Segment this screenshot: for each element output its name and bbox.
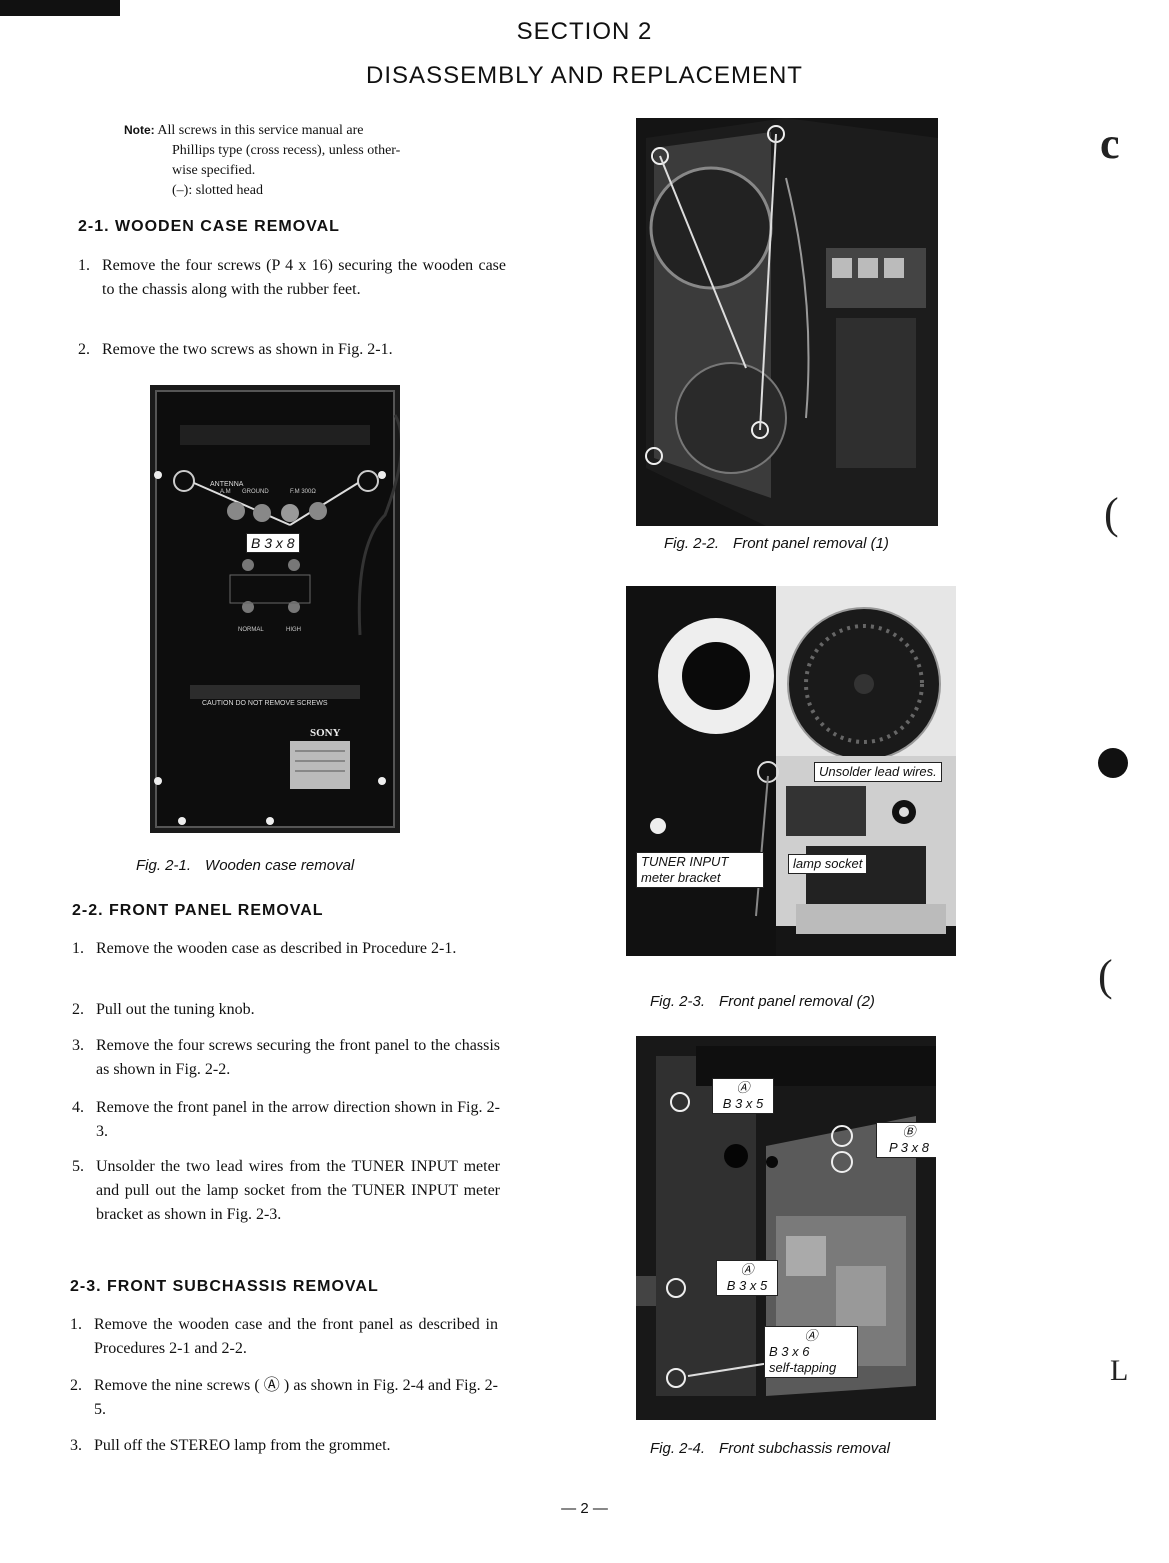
fig-2-1-label-brand: SONY bbox=[310, 727, 341, 739]
note-block: Note: All screws in this service manual … bbox=[124, 120, 464, 201]
step-2-2-4: 4. Remove the front panel in the arrow d… bbox=[72, 1096, 500, 1144]
step-2-3-2: 2. Remove the nine screws ( Ⓐ ) as shown… bbox=[70, 1374, 498, 1422]
section-number: SECTION 2 bbox=[516, 18, 653, 45]
fig-2-3-bracket-line-2: meter bracket bbox=[641, 870, 721, 885]
fig-2-4-size-b36: B 3 x 6 bbox=[769, 1344, 810, 1359]
fig-2-4-screw-b: Ⓑ P 3 x 8 bbox=[876, 1122, 936, 1158]
step-2-2-3: 3. Remove the four screws securing the f… bbox=[72, 1034, 500, 1082]
corner-mark bbox=[0, 0, 120, 16]
edge-mark-l: L bbox=[1110, 1354, 1129, 1387]
edge-mark-bracket-1: ( bbox=[1104, 489, 1119, 538]
fig-2-2-title: Front panel removal (1) bbox=[733, 535, 889, 552]
step-text: Unsolder the two lead wires from the TUN… bbox=[96, 1158, 500, 1223]
fig-2-4-screw-a-top: Ⓐ B 3 x 5 bbox=[712, 1078, 774, 1114]
step-number: 4. bbox=[72, 1099, 84, 1116]
fig-2-1-number: Fig. 2-1. bbox=[136, 857, 192, 874]
fig-2-3-caption: Fig. 2-3. Front panel removal (2) bbox=[650, 993, 889, 1010]
edge-mark-bracket-2: ( bbox=[1098, 951, 1113, 1000]
step-number: 1. bbox=[78, 257, 90, 274]
circled-a-symbol: Ⓐ bbox=[736, 1080, 750, 1095]
step-number: 2. bbox=[78, 341, 90, 358]
fig-2-1-label-antenna: ANTENNA bbox=[210, 481, 244, 488]
section-heading-2-1: 2-1. WOODEN CASE REMOVAL bbox=[78, 218, 340, 235]
fig-2-1-title: Wooden case removal bbox=[205, 857, 355, 874]
fig-2-4-photo: Ⓐ B 3 x 5 Ⓑ P 3 x 8 Ⓐ B 3 x 5 Ⓐ B 3 x 6 … bbox=[636, 1036, 936, 1420]
fig-2-1-caption: Fig. 2-1. Wooden case removal bbox=[136, 857, 368, 874]
step-text: Remove the four screws securing the fron… bbox=[96, 1037, 500, 1078]
page-number: — 2 — bbox=[561, 1500, 608, 1517]
section-heading-2-3: 2-3. FRONT SUBCHASSIS REMOVAL bbox=[70, 1278, 379, 1295]
step-number: 3. bbox=[72, 1037, 84, 1054]
fig-2-3-unsolder-label: Unsolder lead wires. bbox=[814, 762, 942, 782]
fig-2-3-illustration bbox=[626, 586, 956, 956]
fig-2-3-bracket-label: TUNER INPUT meter bracket bbox=[636, 852, 764, 888]
note-label: Note: bbox=[124, 123, 155, 137]
fig-2-4-size-b35: B 3 x 5 bbox=[722, 1096, 764, 1111]
step-2-3-1: 1. Remove the wooden case and the front … bbox=[70, 1313, 498, 1361]
fig-2-1-label-high: HIGH bbox=[286, 627, 301, 633]
circled-a-symbol: Ⓐ bbox=[804, 1328, 818, 1343]
step-text: Remove the wooden case and the front pan… bbox=[94, 1316, 498, 1357]
fig-2-1-label-normal: NORMAL bbox=[238, 627, 264, 633]
fig-2-3-lamp-label: lamp socket bbox=[788, 854, 868, 874]
fig-2-1-label-caution: CAUTION DO NOT REMOVE SCREWS bbox=[202, 700, 328, 707]
fig-2-3-bracket-line-1: TUNER INPUT bbox=[641, 854, 729, 869]
fig-2-3-photo: Unsolder lead wires. TUNER INPUT meter b… bbox=[626, 586, 956, 956]
step-text: Remove the two screws as shown in Fig. 2… bbox=[102, 341, 393, 358]
step-number: 2. bbox=[72, 1001, 84, 1018]
fig-2-4-number: Fig. 2-4. bbox=[650, 1440, 706, 1457]
step-text: Remove the front panel in the arrow dire… bbox=[96, 1099, 500, 1140]
step-2-3-3: 3. Pull off the STEREO lamp from the gro… bbox=[70, 1434, 498, 1458]
step-number: 1. bbox=[72, 940, 84, 957]
fig-2-1-label-am: A.M bbox=[220, 489, 231, 495]
fig-2-4-size-p38: P 3 x 8 bbox=[889, 1140, 929, 1155]
step-2-1-2: 2. Remove the two screws as shown in Fig… bbox=[78, 338, 506, 362]
note-line-2: Phillips type (cross recess), unless oth… bbox=[172, 143, 401, 158]
page-title: DISASSEMBLY AND REPLACEMENT bbox=[366, 62, 803, 89]
fig-2-3-number: Fig. 2-3. bbox=[650, 993, 706, 1010]
step-text: Remove the wooden case as described in P… bbox=[96, 940, 457, 957]
fig-2-3-title: Front panel removal (2) bbox=[719, 993, 875, 1010]
step-text: Remove the nine screws ( Ⓐ ) as shown in… bbox=[94, 1377, 498, 1418]
step-2-1-1: 1. Remove the four screws (P 4 x 16) sec… bbox=[78, 254, 506, 302]
step-text: Remove the four screws (P 4 x 16) securi… bbox=[102, 257, 506, 298]
fig-2-2-caption: Fig. 2-2. Front panel removal (1) bbox=[664, 535, 903, 552]
fig-2-1-photo: ANTENNA A.M GROUND F.M 300Ω B 3 x 8 NORM… bbox=[150, 385, 400, 833]
step-number: 2. bbox=[70, 1377, 82, 1394]
step-2-2-5: 5. Unsolder the two lead wires from the … bbox=[72, 1155, 500, 1227]
section-heading-2-2: 2-2. FRONT PANEL REMOVAL bbox=[72, 902, 324, 919]
note-line-1: All screws in this service manual are bbox=[157, 123, 364, 138]
edge-mark-dot bbox=[1098, 748, 1128, 778]
step-number: 1. bbox=[70, 1316, 82, 1333]
step-number: 3. bbox=[70, 1437, 82, 1454]
step-number: 5. bbox=[72, 1158, 84, 1175]
circled-a-symbol: Ⓐ bbox=[740, 1262, 754, 1277]
edge-mark-c: c bbox=[1100, 119, 1120, 168]
fig-2-2-illustration bbox=[645, 118, 938, 526]
fig-2-4-size-b35: B 3 x 5 bbox=[726, 1278, 768, 1293]
note-line-3: wise specified. bbox=[172, 163, 256, 178]
note-line-4: (–): slotted head bbox=[172, 183, 263, 198]
fig-2-1-illustration bbox=[154, 390, 400, 828]
fig-2-4-screw-a-bottom: Ⓐ B 3 x 6 self-tapping bbox=[764, 1326, 858, 1378]
step-text: Pull off the STEREO lamp from the gromme… bbox=[94, 1437, 391, 1454]
step-2-2-1: 1. Remove the wooden case as described i… bbox=[72, 937, 500, 961]
fig-2-4-self-tapping: self-tapping bbox=[769, 1360, 837, 1375]
fig-2-4-title: Front subchassis removal bbox=[719, 1440, 890, 1457]
fig-2-2-number: Fig. 2-2. bbox=[664, 535, 720, 552]
fig-2-4-caption: Fig. 2-4. Front subchassis removal bbox=[650, 1440, 904, 1457]
fig-2-1-label-ground: GROUND bbox=[242, 489, 269, 495]
circled-b-symbol: Ⓑ bbox=[902, 1124, 916, 1139]
fig-2-4-screw-a-middle: Ⓐ B 3 x 5 bbox=[716, 1260, 778, 1296]
step-2-2-2: 2. Pull out the tuning knob. bbox=[72, 998, 500, 1022]
step-text: Pull out the tuning knob. bbox=[96, 1001, 255, 1018]
fig-2-2-photo bbox=[636, 118, 938, 526]
fig-2-1-label-fm: F.M 300Ω bbox=[290, 489, 316, 495]
fig-2-1-screw-label: B 3 x 8 bbox=[246, 533, 300, 553]
